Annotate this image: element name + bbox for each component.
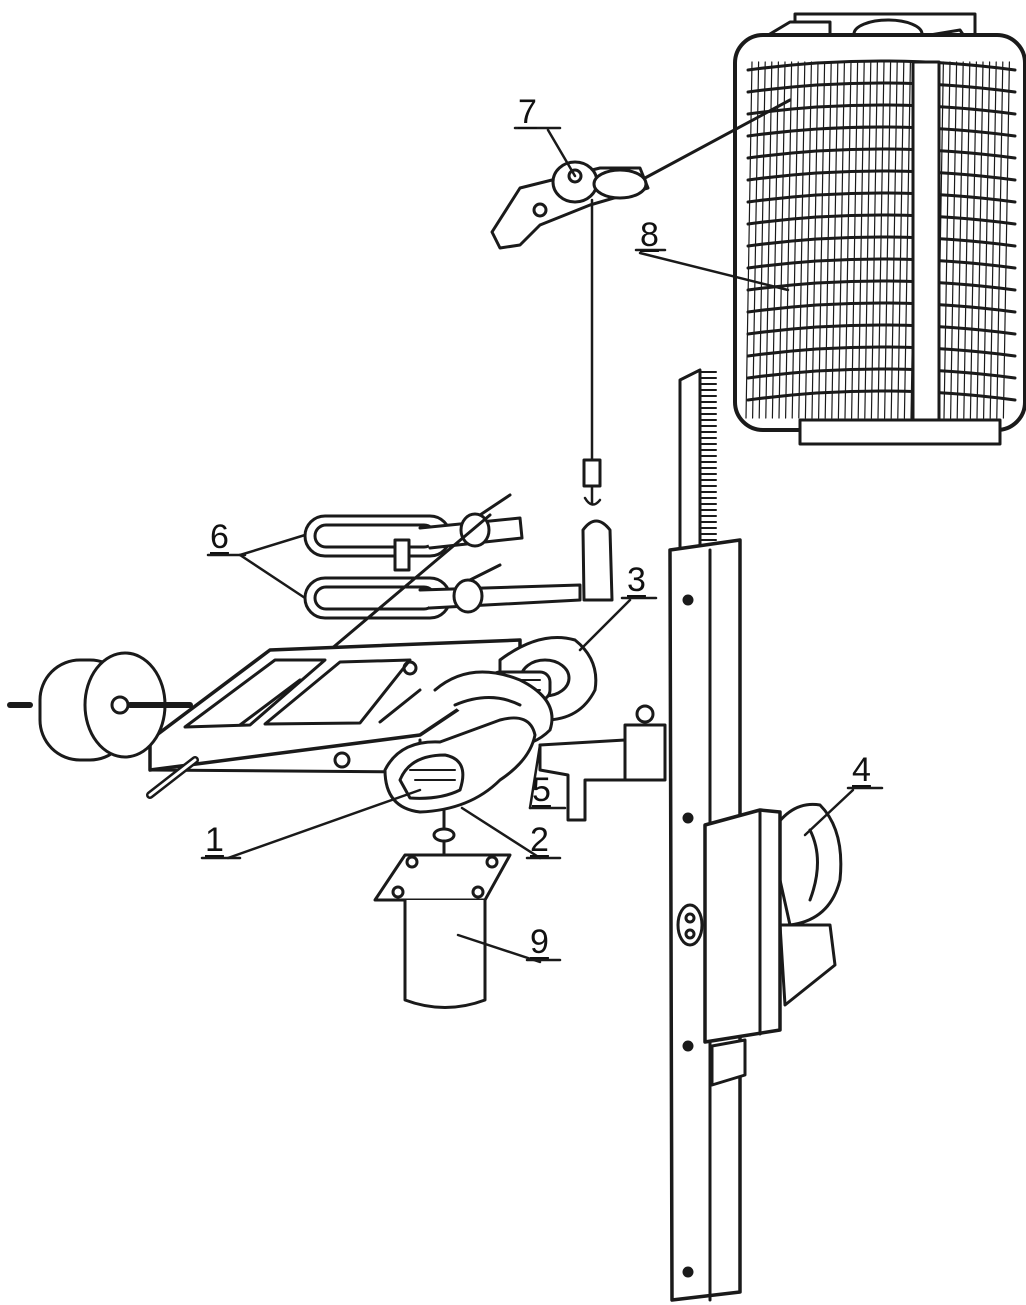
callout-2: 2	[530, 821, 549, 859]
callout-8: 8	[640, 216, 659, 254]
coil-wire-strand	[817, 61, 826, 419]
coil-wind-line	[746, 147, 1017, 160]
coil-wire-strand	[989, 61, 997, 419]
callout-7: 7	[518, 93, 537, 131]
wire-coil	[733, 12, 1026, 446]
coil-wire-strand	[903, 61, 912, 419]
gripper-assembly	[383, 636, 667, 882]
coil-wire-strand	[765, 61, 773, 419]
coil-wind-line	[746, 345, 1017, 358]
coil-wind-line	[746, 81, 1017, 94]
coil-wire-strand	[943, 61, 951, 419]
coil-wire-strand	[791, 61, 799, 419]
coil-wind-line	[746, 323, 1017, 336]
coil-wire-strand	[758, 61, 766, 419]
callout-4: 4	[852, 751, 871, 789]
tensioner-rollers	[303, 493, 582, 652]
coil-wind-line	[746, 301, 1017, 314]
coil-wire-strand	[976, 61, 984, 419]
coil-wire-strand	[890, 61, 898, 419]
coil-wire-strand	[824, 61, 832, 419]
coil-wire-strand	[850, 61, 859, 419]
coil-wind-line	[746, 367, 1017, 380]
callout-1: 1	[205, 821, 224, 859]
coil-wire-strand	[982, 61, 991, 419]
coil-wire-strand	[883, 61, 892, 419]
coil-wire-strand	[771, 61, 780, 419]
guide-pulley	[490, 98, 792, 602]
coil-wire-strand	[778, 61, 786, 419]
callout-3: 3	[627, 561, 646, 599]
coil-wire-strand	[877, 61, 885, 419]
coil-wire-strand	[969, 61, 978, 419]
coil-wire-strand	[897, 61, 905, 419]
coil-wire-strand	[949, 61, 958, 419]
callout-5: 5	[532, 771, 551, 809]
coil-wire-strand	[857, 61, 865, 419]
coil-wire-strand	[784, 61, 793, 419]
carriage-frame	[7, 638, 522, 799]
coil-wire-strand	[956, 61, 964, 419]
coil-wire-strand	[831, 61, 839, 419]
coil-wire-strand	[811, 61, 819, 419]
coil-wire-strand	[864, 61, 872, 419]
coil-wire-strand	[844, 61, 852, 419]
coil-wire-strand	[751, 61, 760, 419]
coil-wind-line	[746, 59, 1017, 72]
coil-wind-line	[746, 125, 1017, 138]
coil-wire-strand	[963, 61, 971, 419]
coil-wind-line	[746, 103, 1017, 116]
coil-wire-strand	[798, 61, 806, 419]
drive-motor	[703, 802, 843, 1044]
callout-9: 9	[530, 923, 549, 961]
coil-wire-strand	[804, 61, 813, 419]
coil-wire-strand	[1002, 61, 1011, 419]
coil-wire-strand	[996, 61, 1004, 419]
callout-6: 6	[210, 518, 229, 556]
coil-wind-line	[746, 389, 1017, 402]
coil-wire-strand	[837, 61, 846, 419]
coil-wire-strand	[870, 61, 879, 419]
motor	[373, 853, 512, 1009]
leader-lines	[200, 126, 884, 964]
